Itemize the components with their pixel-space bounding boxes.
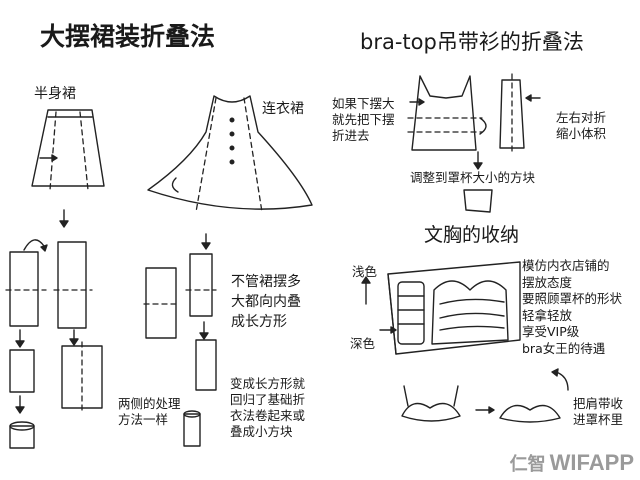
top-hem-line: 折进去 [332,128,370,143]
store-line: bra女王的待遇 [522,340,606,356]
roll-line: 回归了基础折 [230,392,306,407]
store-line: 模仿内衣店铺的 [522,258,610,273]
light-label: 浅色 [352,264,378,279]
hem-fold-line: 大都向内叠 [231,294,301,310]
roll-line: 变成长方形就 [230,376,306,391]
bra-top-folding [407,73,541,213]
sides-note: 两侧的处理 方法一样 [118,396,181,428]
strap-line: 进罩杯里 [573,412,624,427]
dress-drawing [147,95,313,213]
sides-line: 方法一样 [118,412,169,427]
skirt-fold-steps [5,209,103,449]
store-line: 要照顾罩杯的形状 [522,291,623,306]
strap-note: 把肩带收 进罩杯里 [573,396,623,428]
bra-section-title: 文胸的收纳 [424,224,520,246]
hem-fold-line: 不管裙摆多 [231,274,301,290]
store-line: 轻拿轻放 [522,307,573,323]
strap-line: 把肩带收 [573,396,624,411]
left-title: 大摆裙装折叠法 [40,22,216,51]
bra-drawer [361,261,521,355]
top-side-line: 缩小体积 [556,126,607,141]
roll-line: 衣法卷起来或 [230,408,306,423]
top-hem-note: 如果下摆大 就先把下摆 折进去 [332,96,395,144]
roll-note: 变成长方形就 回归了基础折 衣法卷起来或 叠成小方块 [230,376,305,440]
store-line: 摆放态度 [522,274,573,290]
dress-fold-steps [143,233,217,447]
watermark: 仁智 WIFAPP [510,450,634,476]
top-cup-note: 调整到罩杯大小的方块 [410,170,536,185]
bra-strap-tuck [401,368,569,423]
store-note: 模仿内衣店铺的 摆放态度 要照顾罩杯的形状 轻拿轻放 享受VIP级 bra女王的… [522,258,622,357]
sides-line: 两侧的处理 [118,396,181,411]
top-side-line: 左右对折 [556,110,607,125]
half-skirt-label: 半身裙 [34,86,76,102]
watermark-prefix: 仁智 [509,454,546,474]
curved-arrow-icon [23,239,45,251]
dark-label: 深色 [350,336,376,351]
store-line: 享受VIP级 [522,324,580,339]
roll-line: 叠成小方块 [230,424,293,439]
hem-fold-line: 成长方形 [231,314,287,330]
top-side-note: 左右对折 缩小体积 [556,110,606,142]
right-title: bra-top吊带衫的折叠法 [360,30,584,54]
top-hem-line: 就先把下摆 [332,112,395,127]
top-hem-line: 如果下摆大 [332,96,395,111]
dress-label: 连衣裙 [262,101,304,117]
half-skirt-drawing [31,109,105,191]
watermark-brand: WIFAPP [549,450,634,475]
hem-fold-note: 不管裙摆多 大都向内叠 成长方形 [231,272,331,332]
